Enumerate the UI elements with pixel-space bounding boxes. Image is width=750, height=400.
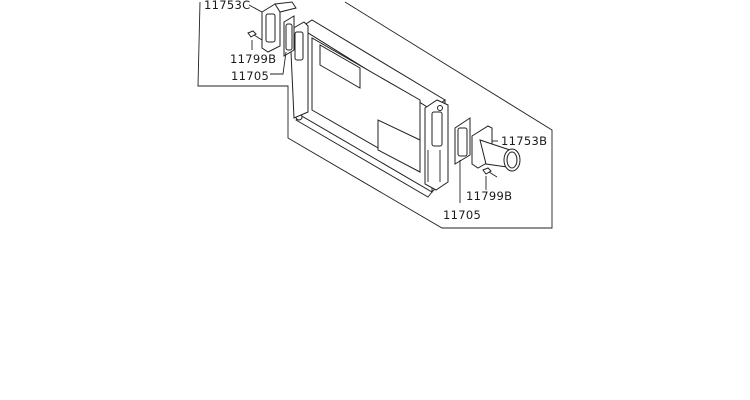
top-cover-11753c [261,1,297,53]
callout-top-cover: 11753C [204,0,250,12]
callout-bottom-cover: 11753B [501,134,547,148]
callout-bottom-bolt: 11799B [466,189,512,203]
bottom-gasket-11705 [454,117,471,165]
top-gasket-11705 [283,15,295,57]
assembly-boundary [197,1,553,229]
leader-lines [248,4,498,203]
top-bolt-11799b [247,30,263,41]
intercooler-core [295,19,446,198]
callout-top-gasket: 11705 [231,69,269,83]
bottom-bolt-11799b [482,167,498,178]
bottom-cover-11753b [471,125,521,172]
callout-bottom-gasket: 11705 [443,208,481,222]
callout-top-bolt: 11799B [230,52,276,66]
right-end-tank [424,98,449,194]
